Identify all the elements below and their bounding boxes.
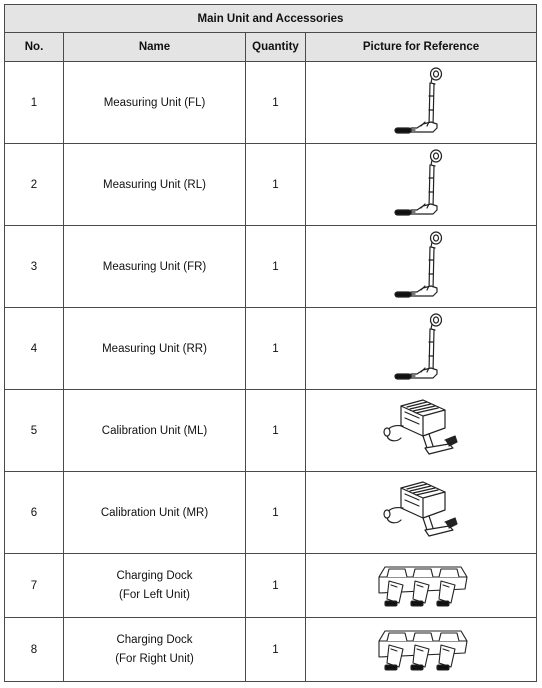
item-name: Calibration Unit (ML) [63,389,246,472]
picture-cell [305,617,537,682]
measuring-unit-icon [394,66,443,134]
header-picture: Picture for Reference [305,32,537,62]
item-name: Measuring Unit (FR) [63,225,246,308]
item-name-line2: (For Right Unit) [115,652,194,665]
row-number: 3 [4,225,64,308]
picture-cell [305,471,537,554]
row-number: 6 [4,471,64,554]
table-title-row: Main Unit and Accessories [4,4,537,33]
item-quantity: 1 [245,617,306,682]
calibration-unit-icon [383,480,458,537]
picture-cell [305,225,537,308]
item-quantity: 1 [245,61,306,144]
picture-cell [305,143,537,226]
measuring-unit-icon [394,312,443,380]
item-quantity: 1 [245,553,306,618]
picture-cell [305,307,537,390]
item-quantity: 1 [245,307,306,390]
table-row: 4 Measuring Unit (RR) 1 [4,307,537,390]
calibration-unit-icon [383,398,458,455]
item-name: Charging Dock (For Left Unit) [63,553,246,618]
row-number: 7 [4,553,64,618]
table-header-row: No. Name Quantity Picture for Reference [4,32,537,62]
picture-cell [305,389,537,472]
item-quantity: 1 [245,471,306,554]
item-quantity: 1 [245,225,306,308]
item-name: Measuring Unit (RL) [63,143,246,226]
table-row: 7 Charging Dock (For Left Unit) 1 [4,553,537,618]
row-number: 5 [4,389,64,472]
charging-dock-icon [378,565,468,607]
item-name: Measuring Unit (RR) [63,307,246,390]
item-name: Charging Dock (For Right Unit) [63,617,246,682]
item-name: Measuring Unit (FL) [63,61,246,144]
header-quantity: Quantity [245,32,306,62]
item-quantity: 1 [245,389,306,472]
item-name-line2: (For Left Unit) [119,588,190,601]
table-row: 6 Calibration Unit (MR) 1 [4,471,537,554]
header-name: Name [63,32,246,62]
row-number: 2 [4,143,64,226]
table-row: 8 Charging Dock (For Right Unit) 1 [4,617,537,682]
row-number: 1 [4,61,64,144]
item-name: Calibration Unit (MR) [63,471,246,554]
item-quantity: 1 [245,143,306,226]
picture-cell [305,61,537,144]
accessories-table: Main Unit and Accessories No. Name Quant… [4,4,537,682]
charging-dock-icon [378,629,468,671]
table-row: 1 Measuring Unit (FL) 1 [4,61,537,144]
row-number: 4 [4,307,64,390]
picture-cell [305,553,537,618]
row-number: 8 [4,617,64,682]
item-name-line1: Charging Dock [116,633,193,646]
table-row: 3 Measuring Unit (FR) 1 [4,225,537,308]
table-row: 5 Calibration Unit (ML) 1 [4,389,537,472]
item-name-line1: Charging Dock [116,569,193,582]
table-row: 2 Measuring Unit (RL) 1 [4,143,537,226]
header-no: No. [4,32,64,62]
measuring-unit-icon [394,148,443,216]
table-title: Main Unit and Accessories [4,4,537,33]
measuring-unit-icon [394,230,443,298]
